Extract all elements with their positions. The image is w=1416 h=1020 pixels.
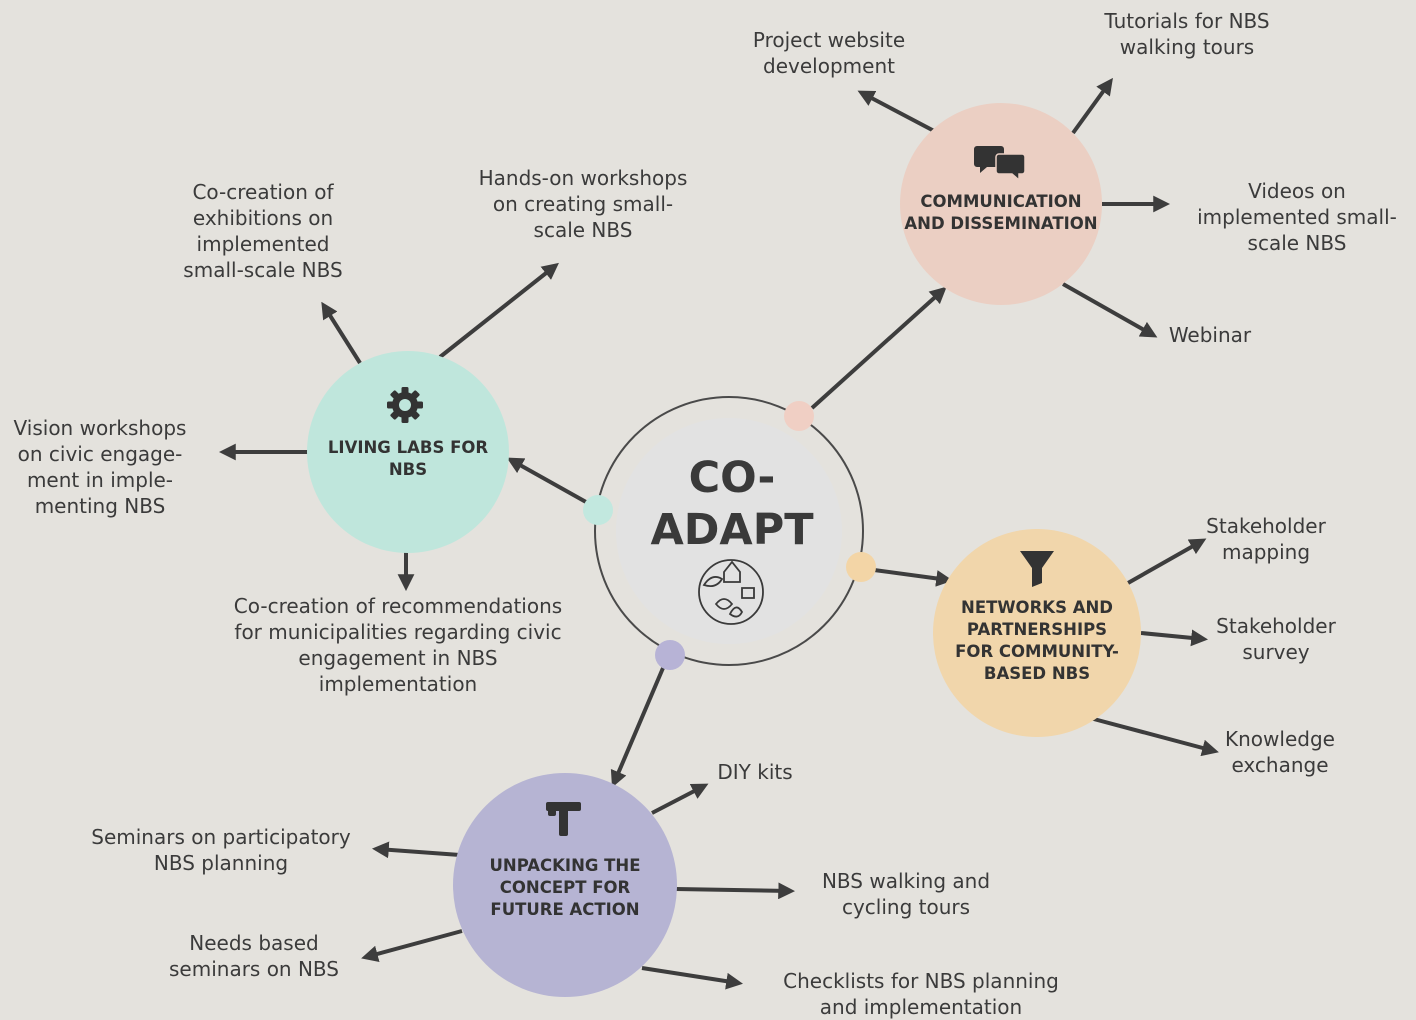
label-diy-kits: DIY kits [717,760,793,784]
communication-hub-title: COMMUNICATION AND DISSEMINATION [904,192,1098,233]
label-stakeholder-mapping: Stakeholder mapping [1206,514,1326,564]
unpacking-hub [453,773,677,997]
label-knowledge-exchange: Knowledge exchange [1225,727,1335,777]
arrow-to-networks [873,568,953,587]
chat-bubbles-icon [974,146,1026,182]
center-dot-networks [846,552,876,582]
communication-hub [900,103,1102,305]
center-title: CO- ADAPT [650,453,814,555]
living-labs-hub [307,351,509,553]
arrow-walking-tours [675,882,796,900]
arrow-diy-kits [651,783,709,815]
label-cocreation-exhibitions: Co-creation of exhibitions on implemente… [183,180,343,282]
networks-hub-title: NETWORKS AND PARTNERSHIPS FOR COMMUNITY-… [955,598,1119,683]
label-needs-seminars: Needs based seminars on NBS [169,931,339,981]
arrow-knowledge-exchange [1089,716,1219,757]
center-ring [594,396,864,666]
label-seminars-participatory: Seminars on participatory NBS planning [91,825,351,875]
arrow-project-website [857,90,937,134]
arrow-handson [438,262,559,359]
arrow-exhibitions [321,301,362,365]
arrow-tutorials [1071,77,1113,135]
label-videos: Videos on implemented small- scale NBS [1197,179,1397,255]
tools-icon [546,802,581,836]
center-dot-living-labs [583,495,613,525]
funnel-icon [1020,551,1054,587]
unpacking-hub-title: UNPACKING THE CONCEPT FOR FUTURE ACTION [489,856,641,919]
arrow-to-living-labs [506,457,587,504]
arrow-stakeholder-mapping [1127,538,1207,585]
label-project-website: Project website development [752,28,906,78]
gear-icon [387,387,423,423]
arrow-to-communication [810,286,947,410]
label-vision-workshops: Vision workshops on civic engage- ment i… [13,416,187,518]
label-checklists: Checklists for NBS planning and implemen… [783,969,1059,1019]
center-dot-unpacking [655,640,685,670]
arrow-webinar [1062,282,1158,338]
label-handson-workshops: Hands-on workshops on creating small- sc… [478,166,688,242]
label-walking-cycling: NBS walking and cycling tours [821,869,991,919]
arrow-to-unpacking [610,667,665,788]
label-tutorials: Tutorials for NBS walking tours [1104,9,1270,59]
arrow-stakeholder-survey [1140,629,1209,647]
label-webinar: Webinar [1168,323,1252,347]
center-dot-communication [784,401,814,431]
arrow-checklists [641,966,743,990]
center-node [616,418,842,644]
arrow-seminars [371,841,461,859]
networks-hub [933,529,1141,737]
label-cocreation-recommendations: Co-creation of recommendations for munic… [233,594,563,696]
arrow-needs-seminars [361,929,463,963]
nature-cycle-icon [698,559,764,625]
leaf-arrows [218,77,1219,990]
living-labs-hub-title: LIVING LABS FOR NBS [327,438,489,479]
hub-connectors [506,286,953,788]
label-stakeholder-survey: Stakeholder survey [1216,614,1336,664]
